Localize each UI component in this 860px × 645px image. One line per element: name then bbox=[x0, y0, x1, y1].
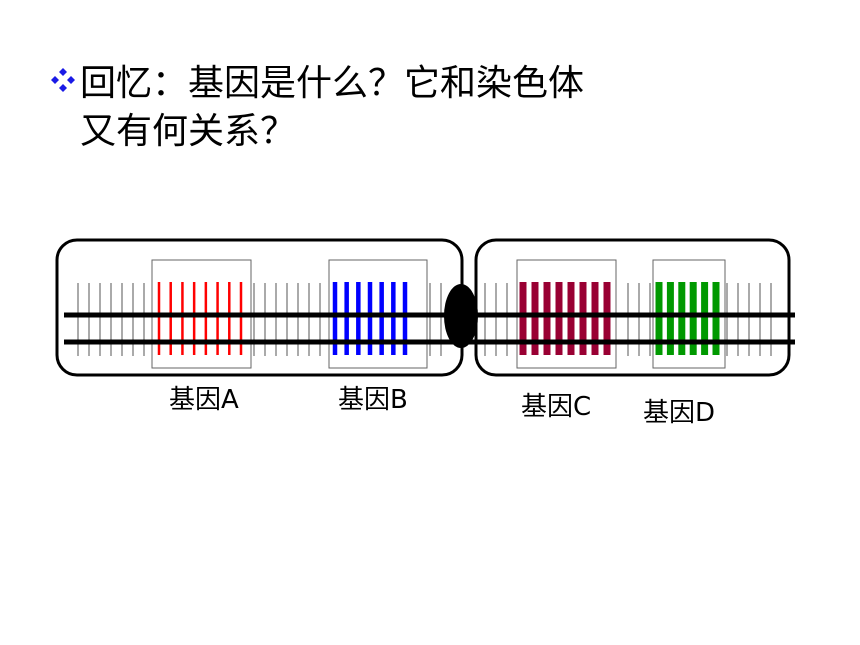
dna-tick-marks bbox=[77, 283, 772, 356]
four-diamond-bullet-icon bbox=[50, 58, 80, 106]
gene-label-c: 基因C bbox=[521, 392, 592, 422]
question-text: 回忆：基因是什么？它和染色体 又有何关系？ bbox=[50, 60, 750, 156]
gene-label-d: 基因D bbox=[643, 398, 716, 428]
question-line-1: 回忆：基因是什么？它和染色体 bbox=[50, 60, 750, 108]
question-line-2: 又有何关系？ bbox=[80, 111, 297, 152]
question-line-1-text: 回忆：基因是什么？它和染色体 bbox=[80, 63, 585, 104]
centromere bbox=[444, 284, 478, 348]
gene-label-b: 基因B bbox=[338, 385, 408, 415]
gene-label-a: 基因A bbox=[169, 385, 239, 415]
